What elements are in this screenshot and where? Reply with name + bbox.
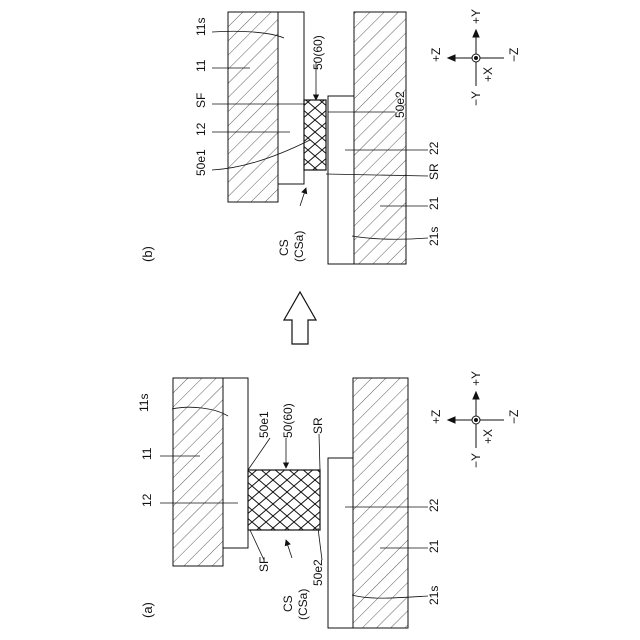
stent-50-a [248,470,320,530]
panel-b: 11s 11 SF 12 50e1 50(60) 50e2 22 SR 21 2… [140,9,521,264]
label-50e1-a: 50e1 [257,411,271,438]
label-SF-b: SF [194,93,208,108]
block-22-a [328,458,353,628]
label-21s-a: 21s [427,586,441,605]
label-22-b: 22 [427,141,441,155]
label-SF-a: SF [257,557,271,572]
block-21-a [353,378,408,628]
label-11-a: 11 [140,447,154,460]
axis-minusY-b: −Y [469,91,483,106]
axis-minusY-a: −Y [469,453,483,468]
block-12-a [223,378,248,548]
axis-plusX-a: +X [481,429,495,444]
label-12-a: 12 [140,493,154,507]
label-SR-b: SR [427,163,441,180]
axis-plusY-a: +Y [469,371,483,386]
transition-arrow [284,292,316,344]
label-21-b: 21 [427,196,441,210]
axis-plusZ-b: +Z [429,48,443,62]
stent-50-b [304,100,326,170]
panel-a: 11s 11 12 50e1 50(60) SR SF 50e2 22 21 2… [137,371,521,628]
label-21-a: 21 [427,539,441,553]
label-CS-a: CS [281,595,295,612]
label-22-a: 22 [427,498,441,512]
axes-indicator-a [448,392,504,448]
label-5060-b: 50(60) [311,35,325,70]
axes-indicator-b [448,30,504,86]
label-11-b: 11 [194,59,208,72]
block-11-a [173,378,223,566]
caption-b: (b) [140,246,155,262]
axis-plusX-b: +X [481,67,495,82]
label-CSa-a: (CSa) [296,589,310,620]
axis-plusZ-a: +Z [429,410,443,424]
block-12-b [278,12,304,184]
label-CSa-b: (CSa) [292,231,306,262]
axis-minusZ-a: −Z [507,410,521,424]
caption-a: (a) [140,602,155,618]
label-21s-b: 21s [427,227,441,246]
label-SR-a: SR [311,417,325,434]
block-22-b [328,96,354,264]
label-11s-b: 11s [194,18,208,36]
label-50e2-a: 50e2 [311,559,325,586]
label-50e1-b: 50e1 [194,149,208,176]
label-50e2-b: 50e2 [393,91,407,118]
block-11-b [228,12,278,202]
axis-minusZ-b: −Z [507,48,521,62]
label-CS-b: CS [277,239,291,256]
axis-plusY-b: +Y [469,9,483,24]
label-12-b: 12 [194,122,208,136]
label-5060-a: 50(60) [281,403,295,438]
label-11s-a: 11s [137,394,151,412]
block-21-b [354,12,406,264]
